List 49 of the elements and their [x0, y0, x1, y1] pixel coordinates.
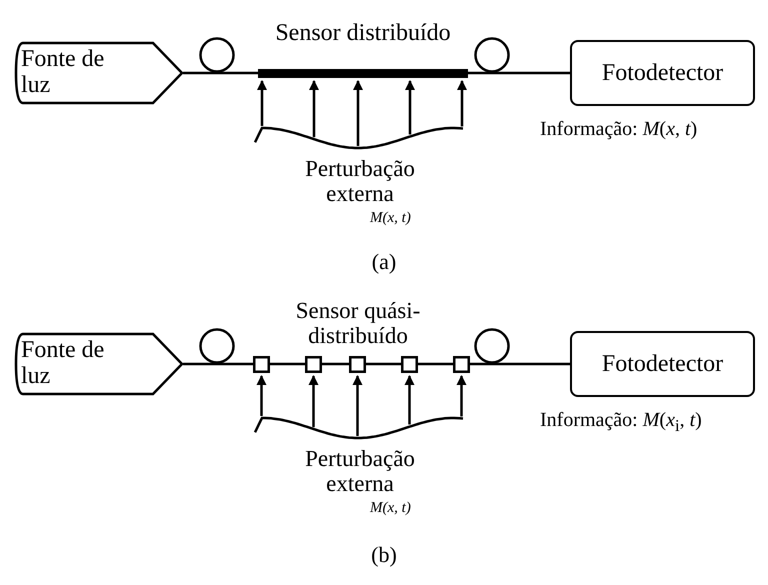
- arrow: [256, 375, 266, 416]
- function-label: M(x, t): [370, 500, 411, 516]
- sensor-element: [253, 356, 270, 373]
- arrow: [257, 80, 267, 126]
- arrow: [456, 375, 466, 416]
- node-label: Fonte de luz: [21, 46, 106, 99]
- sensor-element: [305, 356, 322, 373]
- optical-fiber: [470, 362, 492, 366]
- optical-fiber: [366, 362, 401, 366]
- optical-fiber: [270, 362, 305, 366]
- arrow: [308, 375, 318, 428]
- optical-fiber: [492, 72, 570, 74]
- sensor-label: Sensor distribuído: [274, 20, 452, 46]
- sensor-element: [349, 356, 366, 373]
- optical-fiber: [492, 362, 570, 366]
- sensor-element: [453, 356, 470, 373]
- arrow: [405, 80, 415, 135]
- fiber-coil: [199, 37, 235, 73]
- node-label: Fonte de luz: [21, 337, 106, 390]
- light-source-shape: [13, 40, 183, 106]
- light-source-shape: [13, 331, 183, 397]
- optical-fiber: [322, 362, 349, 366]
- optical-fiber: [183, 362, 217, 366]
- info-label: Informação: M(x, t): [540, 118, 698, 140]
- optical-fiber: [468, 72, 492, 74]
- panel-caption: (a): [370, 250, 398, 274]
- function-label: M(x, t): [370, 210, 411, 226]
- info-label: Informação: M(x$_{i}$, t): [540, 409, 702, 436]
- fiber-coil: [474, 37, 510, 73]
- arrow: [457, 80, 467, 126]
- sensor-label: Sensor quási-distribuído: [294, 298, 422, 349]
- arrow: [404, 375, 414, 425]
- node-label: Fotodetector: [600, 60, 724, 86]
- photodetector-box: [570, 40, 755, 106]
- arrow: [309, 80, 319, 138]
- optical-fiber: [418, 362, 453, 366]
- panel-caption: (b): [370, 543, 398, 568]
- fiber-coil: [199, 328, 235, 364]
- sensor-element: [401, 356, 418, 373]
- photodetector-box: [570, 331, 755, 397]
- node-label: Fotodetector: [600, 351, 724, 378]
- arrow: [352, 375, 362, 436]
- optical-fiber: [183, 72, 217, 74]
- fiber-coil: [474, 328, 510, 364]
- optical-fiber: [217, 362, 253, 366]
- perturbation-label: Perturbação externa: [304, 156, 416, 207]
- perturbation-label: Perturbação externa: [304, 446, 416, 497]
- arrow: [353, 80, 363, 146]
- optical-fiber: [217, 72, 258, 74]
